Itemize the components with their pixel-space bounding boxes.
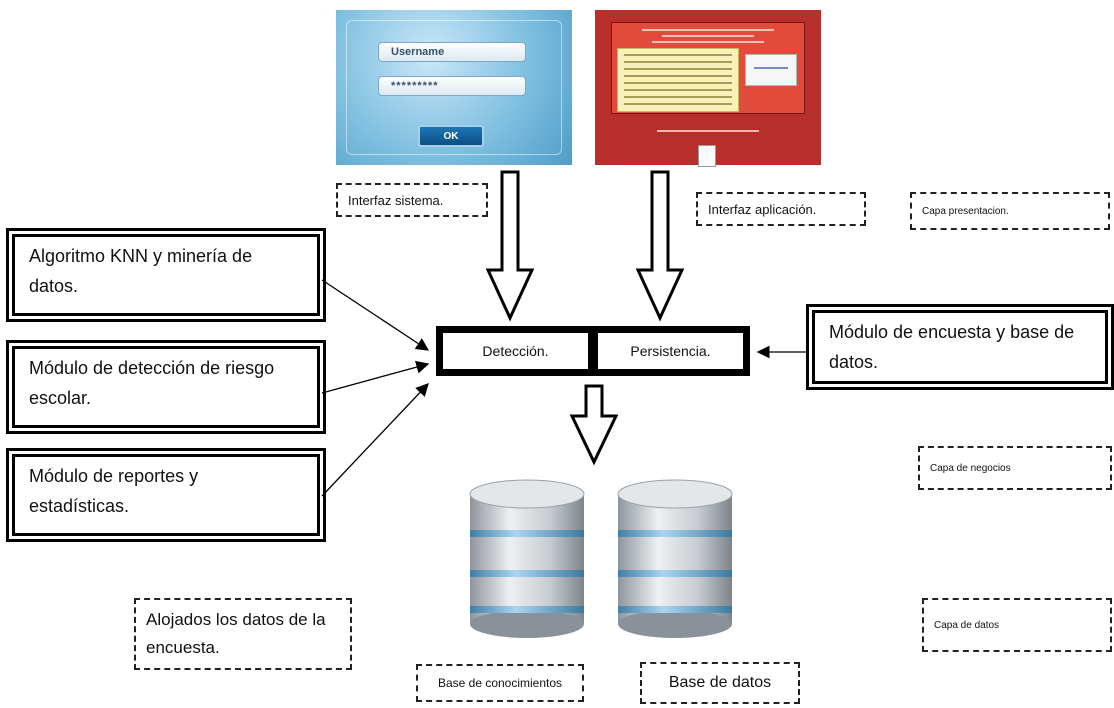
label-text: Interfaz aplicación. xyxy=(708,201,817,217)
app-header-line xyxy=(642,29,774,31)
module-reportes: Módulo de reportes y estadísticas. xyxy=(12,454,320,536)
arrow-down-databases xyxy=(569,384,619,466)
module-text: Módulo de encuesta y base de datos. xyxy=(829,322,1075,372)
label-capa-datos: Capa de datos xyxy=(922,598,1112,652)
password-field: ********* xyxy=(378,76,526,96)
label-interfaz-sistema: Interfaz sistema. xyxy=(336,183,488,217)
arrow-reportes-to-deteccion xyxy=(321,383,429,497)
label-text: Capa de negocios xyxy=(930,462,1011,474)
module-knn: Algoritmo KNN y minería de datos. xyxy=(12,234,320,316)
deteccion-label: Detección. xyxy=(482,343,549,359)
ok-button: OK xyxy=(418,125,484,147)
arrow-riesgo-to-deteccion xyxy=(321,360,430,394)
database-data-icon xyxy=(617,479,733,638)
label-text: Capa presentacion. xyxy=(922,205,1009,217)
document-icon xyxy=(698,145,716,167)
label-base-datos: Base de datos xyxy=(640,662,800,704)
label-text: Alojados los datos de la encuesta. xyxy=(146,610,326,657)
deteccion-box: Detección. xyxy=(440,330,591,372)
center-block: Detección. Persistencia. xyxy=(436,326,750,376)
database-knowledge-icon xyxy=(469,479,585,638)
label-text: Capa de datos xyxy=(934,619,1000,631)
module-text: Módulo de detección de riesgo escolar. xyxy=(29,358,275,408)
label-base-conocimientos: Base de conocimientos xyxy=(416,664,584,702)
label-capa-negocios: Capa de negocios xyxy=(918,446,1112,490)
app-text-panel xyxy=(617,48,739,112)
label-text: Base de conocimientos xyxy=(437,676,563,690)
arrow-down-sistema xyxy=(485,170,535,322)
app-header-line xyxy=(652,41,764,43)
label-interfaz-aplicacion: Interfaz aplicación. xyxy=(696,192,866,226)
persistencia-label: Persistencia. xyxy=(630,343,711,359)
login-interface-screenshot: Username ********* OK xyxy=(336,10,572,165)
module-text: Algoritmo KNN y minería de datos. xyxy=(29,246,253,296)
label-capa-presentacion: Capa presentacion. xyxy=(910,192,1110,230)
label-text: Interfaz sistema. xyxy=(348,192,444,208)
label-alojados-datos: Alojados los datos de la encuesta. xyxy=(134,598,352,670)
label-text: Base de datos xyxy=(668,674,772,691)
login-panel-frame xyxy=(346,20,562,155)
module-deteccion-riesgo: Módulo de detección de riesgo escolar. xyxy=(12,346,320,428)
module-text: Módulo de reportes y estadísticas. xyxy=(29,466,199,516)
application-interface-screenshot xyxy=(595,10,821,167)
module-encuesta: Módulo de encuesta y base de datos. xyxy=(812,310,1108,384)
persistencia-box: Persistencia. xyxy=(595,330,746,372)
arrow-knn-to-deteccion xyxy=(321,279,430,351)
username-field: Username xyxy=(378,42,526,62)
app-header-line xyxy=(662,35,754,37)
app-side-panel xyxy=(745,54,797,86)
app-footer-line xyxy=(657,130,759,132)
arrow-down-aplicacion xyxy=(635,170,685,322)
